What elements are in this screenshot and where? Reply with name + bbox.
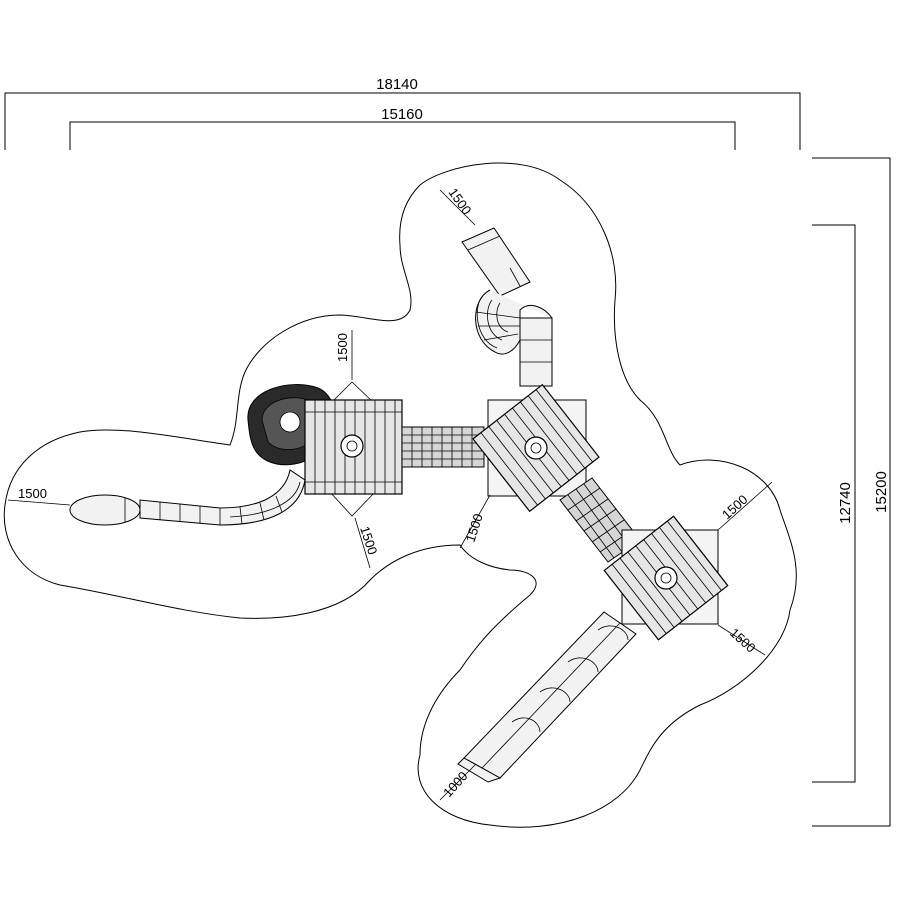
width-dimension-outer: 18140 <box>4 76 801 150</box>
safety-dim-top-slide: 1500 <box>439 185 476 226</box>
left-tower-bottom-clearance-label: 1500 <box>357 524 380 556</box>
bottom-diagonal-slide <box>457 611 637 783</box>
left-tower <box>304 381 403 517</box>
height-dimension-inner: 12740 <box>812 224 856 783</box>
left-tunnel-clearance-label: 1500 <box>18 486 47 501</box>
top-slide-clearance-label: 1500 <box>446 185 475 217</box>
overall-height-label: 15200 <box>873 471 890 513</box>
right-tower-bottom-clearance-label: 1500 <box>727 625 759 655</box>
right-tower-top-clearance-label: 1500 <box>719 492 751 522</box>
top-slide <box>461 227 553 387</box>
right-tower <box>603 515 729 641</box>
overall-width-label: 18140 <box>376 76 418 93</box>
width-dimension-inner: 15160 <box>69 106 736 150</box>
safety-dim-right-tower-bottom: 1500 <box>717 624 766 656</box>
safety-dim-bridge-gap: 1500 <box>459 494 491 549</box>
safety-zone-outline <box>3 162 797 828</box>
middle-tower <box>472 383 600 513</box>
inner-width-label: 15160 <box>381 106 423 123</box>
slide-exit-clearance-label: 1000 <box>440 768 470 800</box>
safety-dim-left-tunnel: 1500 <box>7 486 71 506</box>
inner-height-label: 12740 <box>837 482 854 524</box>
safety-dim-slide-exit: 1000 <box>439 763 477 801</box>
horizontal-bridge <box>401 426 485 468</box>
safety-dim-left-tower-bottom: 1500 <box>354 517 380 569</box>
height-dimension-outer: 15200 <box>812 157 891 827</box>
safety-dim-right-tower-top: 1500 <box>717 481 773 531</box>
left-tower-top-clearance-label: 1500 <box>335 333 350 362</box>
bridge-gap-clearance-label: 1500 <box>463 512 486 544</box>
safety-dim-left-tower-top: 1500 <box>335 330 353 380</box>
left-tunnel-slide <box>69 469 306 526</box>
